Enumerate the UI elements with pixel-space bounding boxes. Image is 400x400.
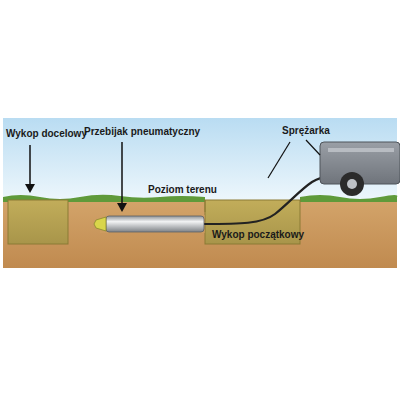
wheel-hub [347,179,357,189]
piercer-tip [94,217,106,231]
leader-line [121,142,123,208]
wheel [340,172,364,196]
compressor-trim [328,148,394,152]
callout-label: Poziom terenu [148,184,217,196]
soil [3,200,397,268]
target-pit [8,200,68,244]
callout-label: Sprężarka [282,125,330,137]
callout-label: Wykop początkowy [212,229,304,241]
callout-label: Przebijak pneumatyczny [84,126,200,138]
pneumatic-piercer [106,216,204,232]
leader-line [29,145,31,190]
leader-line [268,142,290,178]
grass [300,195,397,202]
bore [100,215,205,233]
air-hose [203,177,336,224]
arrowhead [25,184,35,193]
pit-edge [205,200,206,212]
arrowhead [117,203,127,212]
callout-label: Wykop docelowy [6,128,87,140]
leader-line [306,140,320,155]
